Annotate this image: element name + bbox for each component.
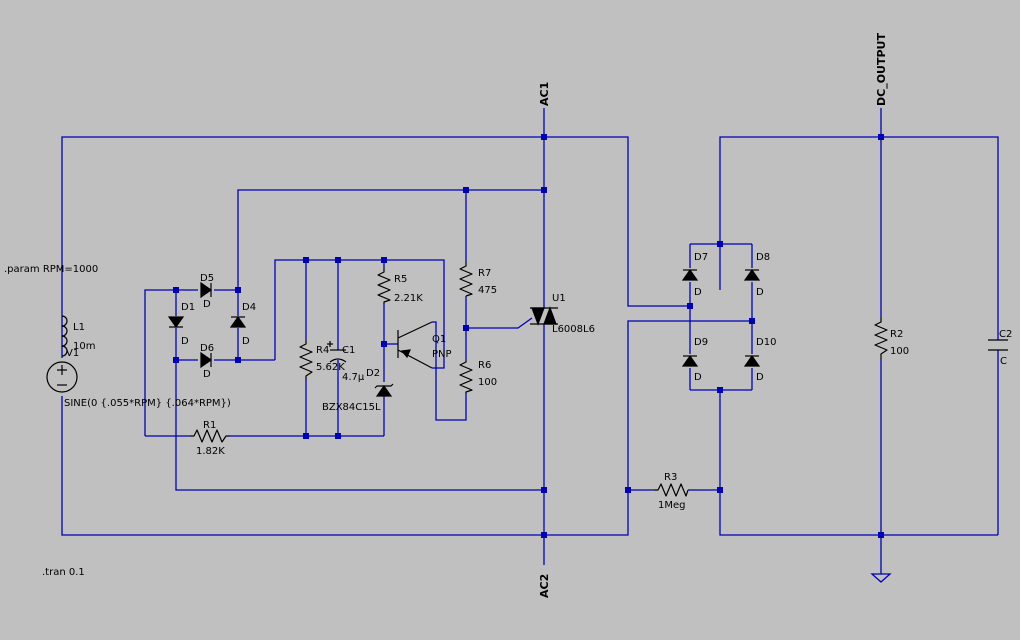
- net-label-ac2: AC2: [538, 574, 551, 598]
- Q1-value: PNP: [432, 349, 452, 360]
- R3-value: 1Meg: [658, 500, 686, 511]
- D7-name: D7: [694, 252, 708, 263]
- wires: [61, 108, 999, 583]
- R2-name: R2: [890, 329, 903, 340]
- resistor-R7-symbol[interactable]: [459, 262, 473, 297]
- R7-value: 475: [478, 285, 497, 296]
- transistor-Q1-symbol[interactable]: [397, 321, 433, 369]
- D7-value: D: [694, 287, 702, 298]
- D2-value: BZX84C15L: [322, 402, 381, 413]
- param-directive: .param RPM=1000: [4, 264, 98, 275]
- junction-dots: [173, 134, 884, 538]
- V1-name: V1: [66, 348, 79, 359]
- resistor-R2-symbol[interactable]: [874, 318, 888, 360]
- D1-name: D1: [181, 302, 195, 313]
- D10-value: D: [756, 372, 764, 383]
- diode-D4-symbol[interactable]: [230, 316, 246, 328]
- C2-name: C2: [999, 329, 1012, 340]
- diode-D5-symbol[interactable]: [200, 282, 212, 298]
- D6-value: D: [203, 369, 211, 380]
- D4-value: D: [242, 336, 250, 347]
- D10-name: D10: [756, 337, 776, 348]
- D2-name: D2: [366, 368, 380, 379]
- diode-D7-symbol[interactable]: [682, 269, 698, 281]
- diode-D9-symbol[interactable]: [682, 355, 698, 367]
- R7-name: R7: [478, 268, 491, 279]
- R1-name: R1: [203, 420, 216, 431]
- R4-value: 5.62K: [316, 362, 345, 373]
- diode-D8-symbol[interactable]: [744, 269, 760, 281]
- resistor-R4-symbol[interactable]: [299, 340, 313, 380]
- diode-D1-symbol[interactable]: [168, 316, 184, 328]
- inductor-L1-symbol[interactable]: [61, 315, 68, 357]
- D9-name: D9: [694, 337, 708, 348]
- R4-name: R4: [316, 345, 329, 356]
- D4-name: D4: [242, 302, 256, 313]
- capacitor-C2-symbol[interactable]: [988, 339, 1008, 351]
- U1-value: L6008L6: [552, 324, 595, 335]
- net-label-ac1: AC1: [538, 82, 551, 106]
- resistor-R5-symbol[interactable]: [377, 268, 391, 304]
- D6-name: D6: [200, 343, 214, 354]
- D5-name: D5: [200, 273, 214, 284]
- V1-value: SINE(0 {.055*RPM} {.064*RPM}): [64, 398, 231, 409]
- R6-value: 100: [478, 377, 497, 388]
- R5-name: R5: [394, 274, 407, 285]
- tran-directive: .tran 0.1: [42, 567, 85, 578]
- Q1-name: Q1: [432, 334, 446, 345]
- D8-value: D: [756, 287, 764, 298]
- voltage-source-V1-symbol[interactable]: [46, 361, 78, 393]
- D5-value: D: [203, 299, 211, 310]
- R1-value: 1.82K: [196, 446, 225, 457]
- capacitor-C1-symbol[interactable]: [327, 341, 347, 363]
- R6-name: R6: [478, 360, 491, 371]
- R3-name: R3: [664, 472, 677, 483]
- net-label-dc-output: DC_OUTPUT: [875, 33, 888, 106]
- D9-value: D: [694, 372, 702, 383]
- C1-value: 4.7µ: [342, 372, 365, 383]
- C1-name: C1: [342, 345, 355, 356]
- U1-name: U1: [552, 293, 566, 304]
- L1-value: 10m: [73, 341, 95, 352]
- zener-D2-symbol[interactable]: [374, 383, 394, 397]
- triac-U1-symbol[interactable]: [530, 306, 558, 326]
- resistor-R3-symbol[interactable]: [654, 483, 689, 497]
- D1-value: D: [181, 336, 189, 347]
- resistor-R6-symbol[interactable]: [459, 360, 473, 394]
- diode-D10-symbol[interactable]: [744, 355, 760, 367]
- R5-value: 2.21K: [394, 293, 423, 304]
- L1-name: L1: [73, 322, 85, 333]
- R2-value: 100: [890, 346, 909, 357]
- resistor-R1-symbol[interactable]: [190, 429, 230, 443]
- D8-name: D8: [756, 252, 770, 263]
- diode-D6-symbol[interactable]: [200, 352, 212, 368]
- C2-value: C: [1000, 356, 1007, 367]
